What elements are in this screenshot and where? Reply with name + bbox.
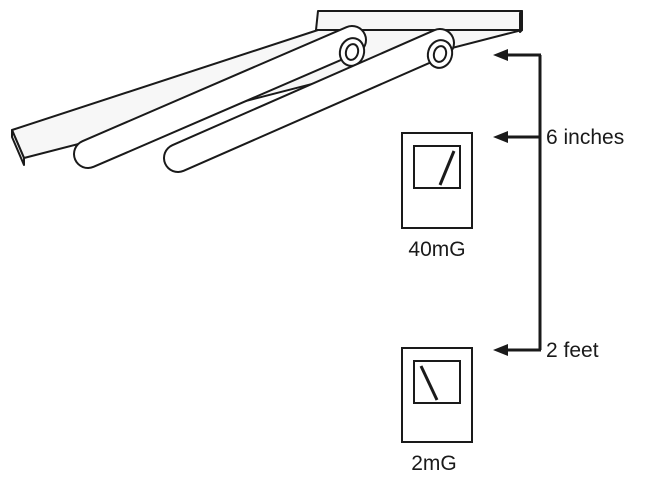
tube-2 xyxy=(163,28,455,173)
distance-bracket xyxy=(493,49,542,356)
gauss-meter-near xyxy=(401,132,473,229)
distance-label-6-inches: 6 inches xyxy=(546,126,624,149)
gauss-meter-far xyxy=(401,347,473,443)
tube-2-end-cap xyxy=(426,39,454,69)
tube-1-end-cap xyxy=(338,37,366,67)
arrowhead-6in xyxy=(493,131,508,143)
tube-1 xyxy=(73,25,367,169)
arrowhead-top xyxy=(493,49,508,61)
fluorescent-tubes xyxy=(73,25,455,173)
distance-label-2-feet: 2 feet xyxy=(546,339,599,362)
meter-needle xyxy=(438,150,456,186)
arrowhead-2ft xyxy=(493,344,508,356)
fixture-right-edge xyxy=(519,10,523,33)
meter-reading-2mG: 2mG xyxy=(411,452,457,475)
meter-needle xyxy=(419,365,439,401)
fixture-front-edge xyxy=(11,129,25,166)
meter-reading-40mG: 40mG xyxy=(408,238,465,261)
